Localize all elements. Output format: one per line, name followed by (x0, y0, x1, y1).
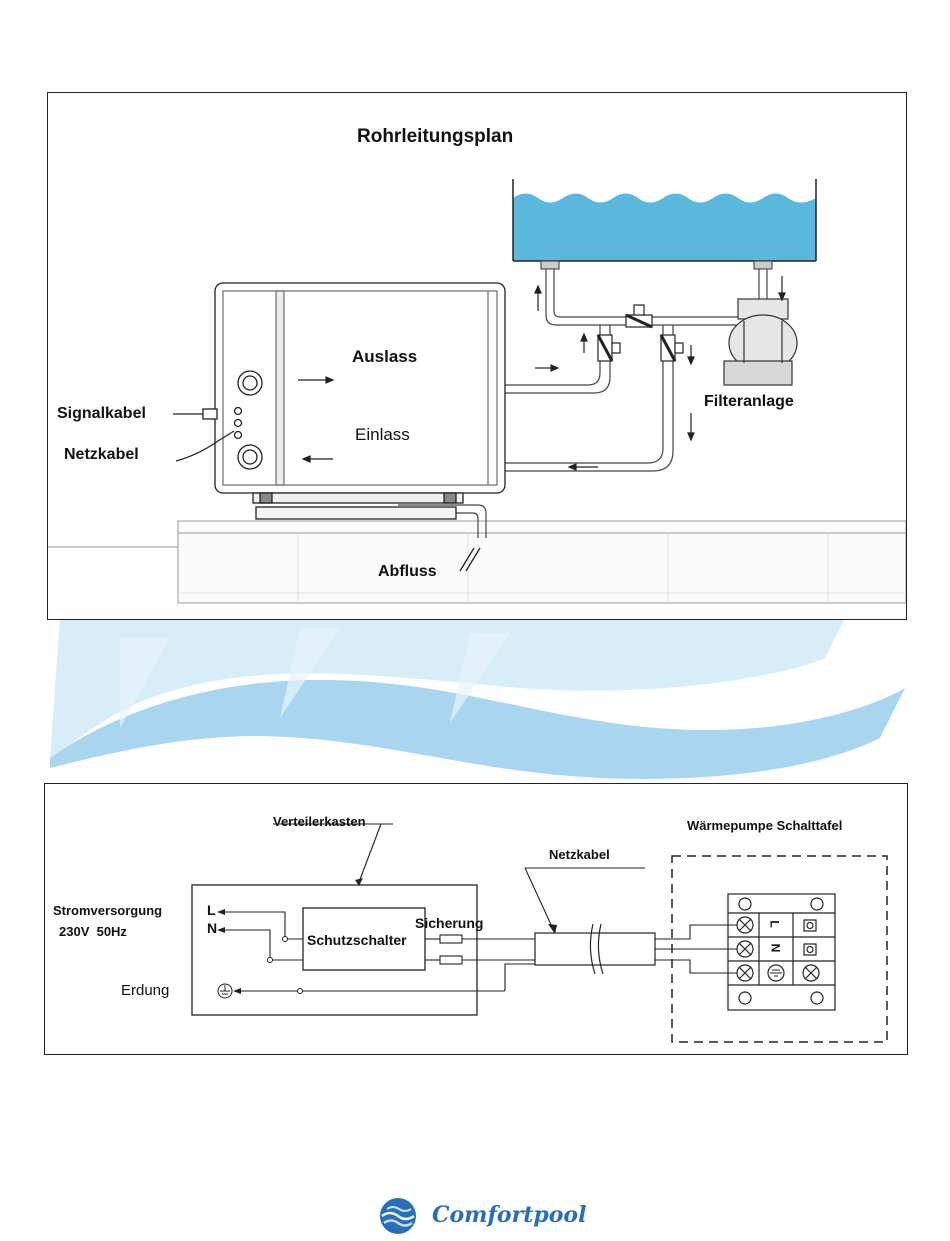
control-panel-label: Wärmepumpe Schalttafel (687, 818, 842, 833)
supply-label-line2: 230V 50Hz (59, 924, 127, 939)
ground-slab (48, 521, 906, 603)
drain-label: Abfluss (378, 563, 437, 581)
plumbing-diagram-panel: Rohrleitungsplan Auslass Einlass Signalk… (47, 92, 907, 620)
breaker-label: Schutzschalter (307, 932, 407, 948)
inlet-label: Einlass (355, 425, 410, 445)
distribution-box (192, 885, 477, 1015)
wave-decoration (0, 618, 950, 783)
phase-N-label: N (207, 920, 217, 936)
wiring-diagram-panel: Verteilerkasten Wärmepumpe Schalttafel N… (44, 783, 908, 1055)
power-cable-wiring-label: Netzkabel (549, 847, 610, 862)
terminal-L-label: L (768, 920, 782, 927)
pool-basin (513, 179, 816, 261)
valves (598, 305, 683, 361)
distribution-box-label: Verteilerkasten (273, 814, 366, 829)
outlet-label: Auslass (352, 347, 417, 367)
plumbing-title: Rohrleitungsplan (357, 126, 513, 148)
phase-L-label: L (207, 902, 216, 918)
signal-cable-label: Signalkabel (57, 405, 146, 423)
ground-label: Erdung (121, 982, 169, 999)
fuse-label: Sicherung (415, 915, 483, 931)
cable-sleeve (535, 924, 655, 974)
plumbing-drawing (48, 93, 906, 619)
brand-name: Comfortpool (432, 1202, 586, 1228)
ground-symbol (218, 984, 232, 998)
terminal-N-label: N (768, 944, 782, 953)
heat-pump-unit (215, 283, 505, 519)
filter-label: Filteranlage (704, 393, 794, 411)
filter-unit (724, 299, 797, 385)
brand-logo-icon (378, 1196, 422, 1236)
power-cable-label: Netzkabel (64, 446, 139, 464)
supply-label-line1: Stromversorgung (53, 903, 162, 918)
brand-logo: Comfortpool (378, 1196, 578, 1236)
